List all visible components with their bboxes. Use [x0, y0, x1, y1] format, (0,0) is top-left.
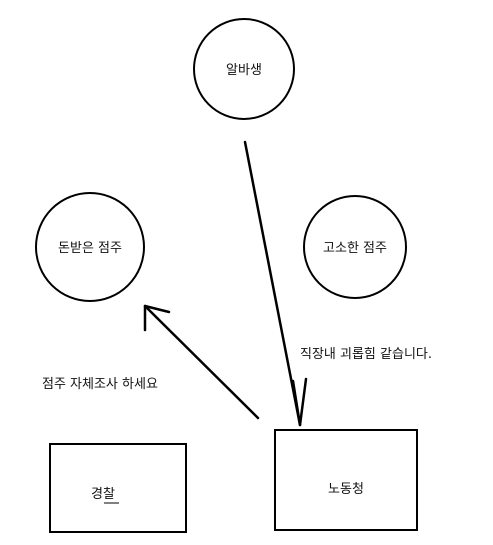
node-labor-office-box: [274, 429, 418, 531]
node-accusing-owner: 고소한 점주: [303, 195, 407, 299]
edge-labor-to-paid-owner-arrowhead: [143, 304, 171, 332]
node-albasaeng-circle: [193, 18, 295, 120]
edge-labor-to-paid-owner-line: [143, 304, 260, 420]
node-police-box: [49, 443, 187, 533]
edge-albasaeng-to-labor-label: 직장내 괴롭힘 같습니다.: [300, 347, 432, 362]
node-accusing-owner-circle: [303, 195, 407, 299]
node-paid-owner-label: 돈받은 점주: [58, 241, 122, 256]
edge-labor-to-paid-owner-label: 점주 자체조사 하세요: [42, 377, 158, 392]
node-police: 경찰: [49, 443, 187, 533]
edge-albasaeng-to-labor-line: [243, 140, 302, 427]
node-albasaeng: 알바생: [193, 18, 295, 120]
node-paid-owner-circle: [35, 192, 145, 302]
node-police-label: 경찰: [91, 487, 115, 502]
node-paid-owner: 돈받은 점주: [35, 192, 145, 302]
node-accusing-owner-label: 고소한 점주: [323, 241, 387, 256]
node-labor-office: 노동청: [274, 429, 418, 531]
node-labor-office-label: 노동청: [328, 482, 364, 497]
edge-albasaeng-to-labor: 직장내 괴롭힘 같습니다.: [243, 140, 432, 427]
edge-labor-to-paid-owner: 점주 자체조사 하세요: [42, 304, 260, 420]
edge-albasaeng-to-labor-arrowhead: [291, 377, 308, 427]
node-albasaeng-label: 알바생: [226, 63, 262, 78]
